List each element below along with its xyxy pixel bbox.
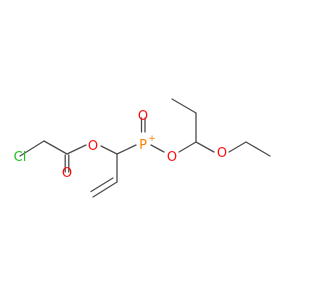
atom-phosphorus-charge: + <box>148 134 156 144</box>
bond-o-ch <box>100 145 118 155</box>
atom-label-layer: Cl O O P + O O O <box>14 109 227 181</box>
atom-chlorine: Cl <box>14 150 27 165</box>
bond-cl-c <box>19 140 45 157</box>
bond-vinyl-1 <box>92 181 118 198</box>
atom-oxygen-ester: O <box>88 139 98 154</box>
bond-o-ch2 <box>228 141 247 153</box>
bond-p-o <box>150 144 165 153</box>
bond-acetal-o <box>195 141 215 153</box>
bond-ch-p <box>116 144 137 155</box>
bond-ethyl-ch3 <box>245 141 271 157</box>
bond-o-acetal <box>178 141 197 153</box>
molecule-diagram: Cl O O P + O O O <box>14 98 271 198</box>
atom-oxygen-ethoxy: O <box>217 146 227 161</box>
atom-oxygen-phosphonate: O <box>167 150 177 165</box>
bond-acyl-o <box>66 144 87 155</box>
bond-c-c-acyl <box>43 140 68 155</box>
bond-layer <box>19 98 271 198</box>
bond-vinyl-2 <box>90 177 114 193</box>
atom-phosphorus: P <box>139 138 147 153</box>
atom-oxygen-phosphoryl: O <box>138 109 148 124</box>
atom-oxygen-carbonyl: O <box>62 166 72 181</box>
bond-ch2-ch3 <box>171 98 197 114</box>
